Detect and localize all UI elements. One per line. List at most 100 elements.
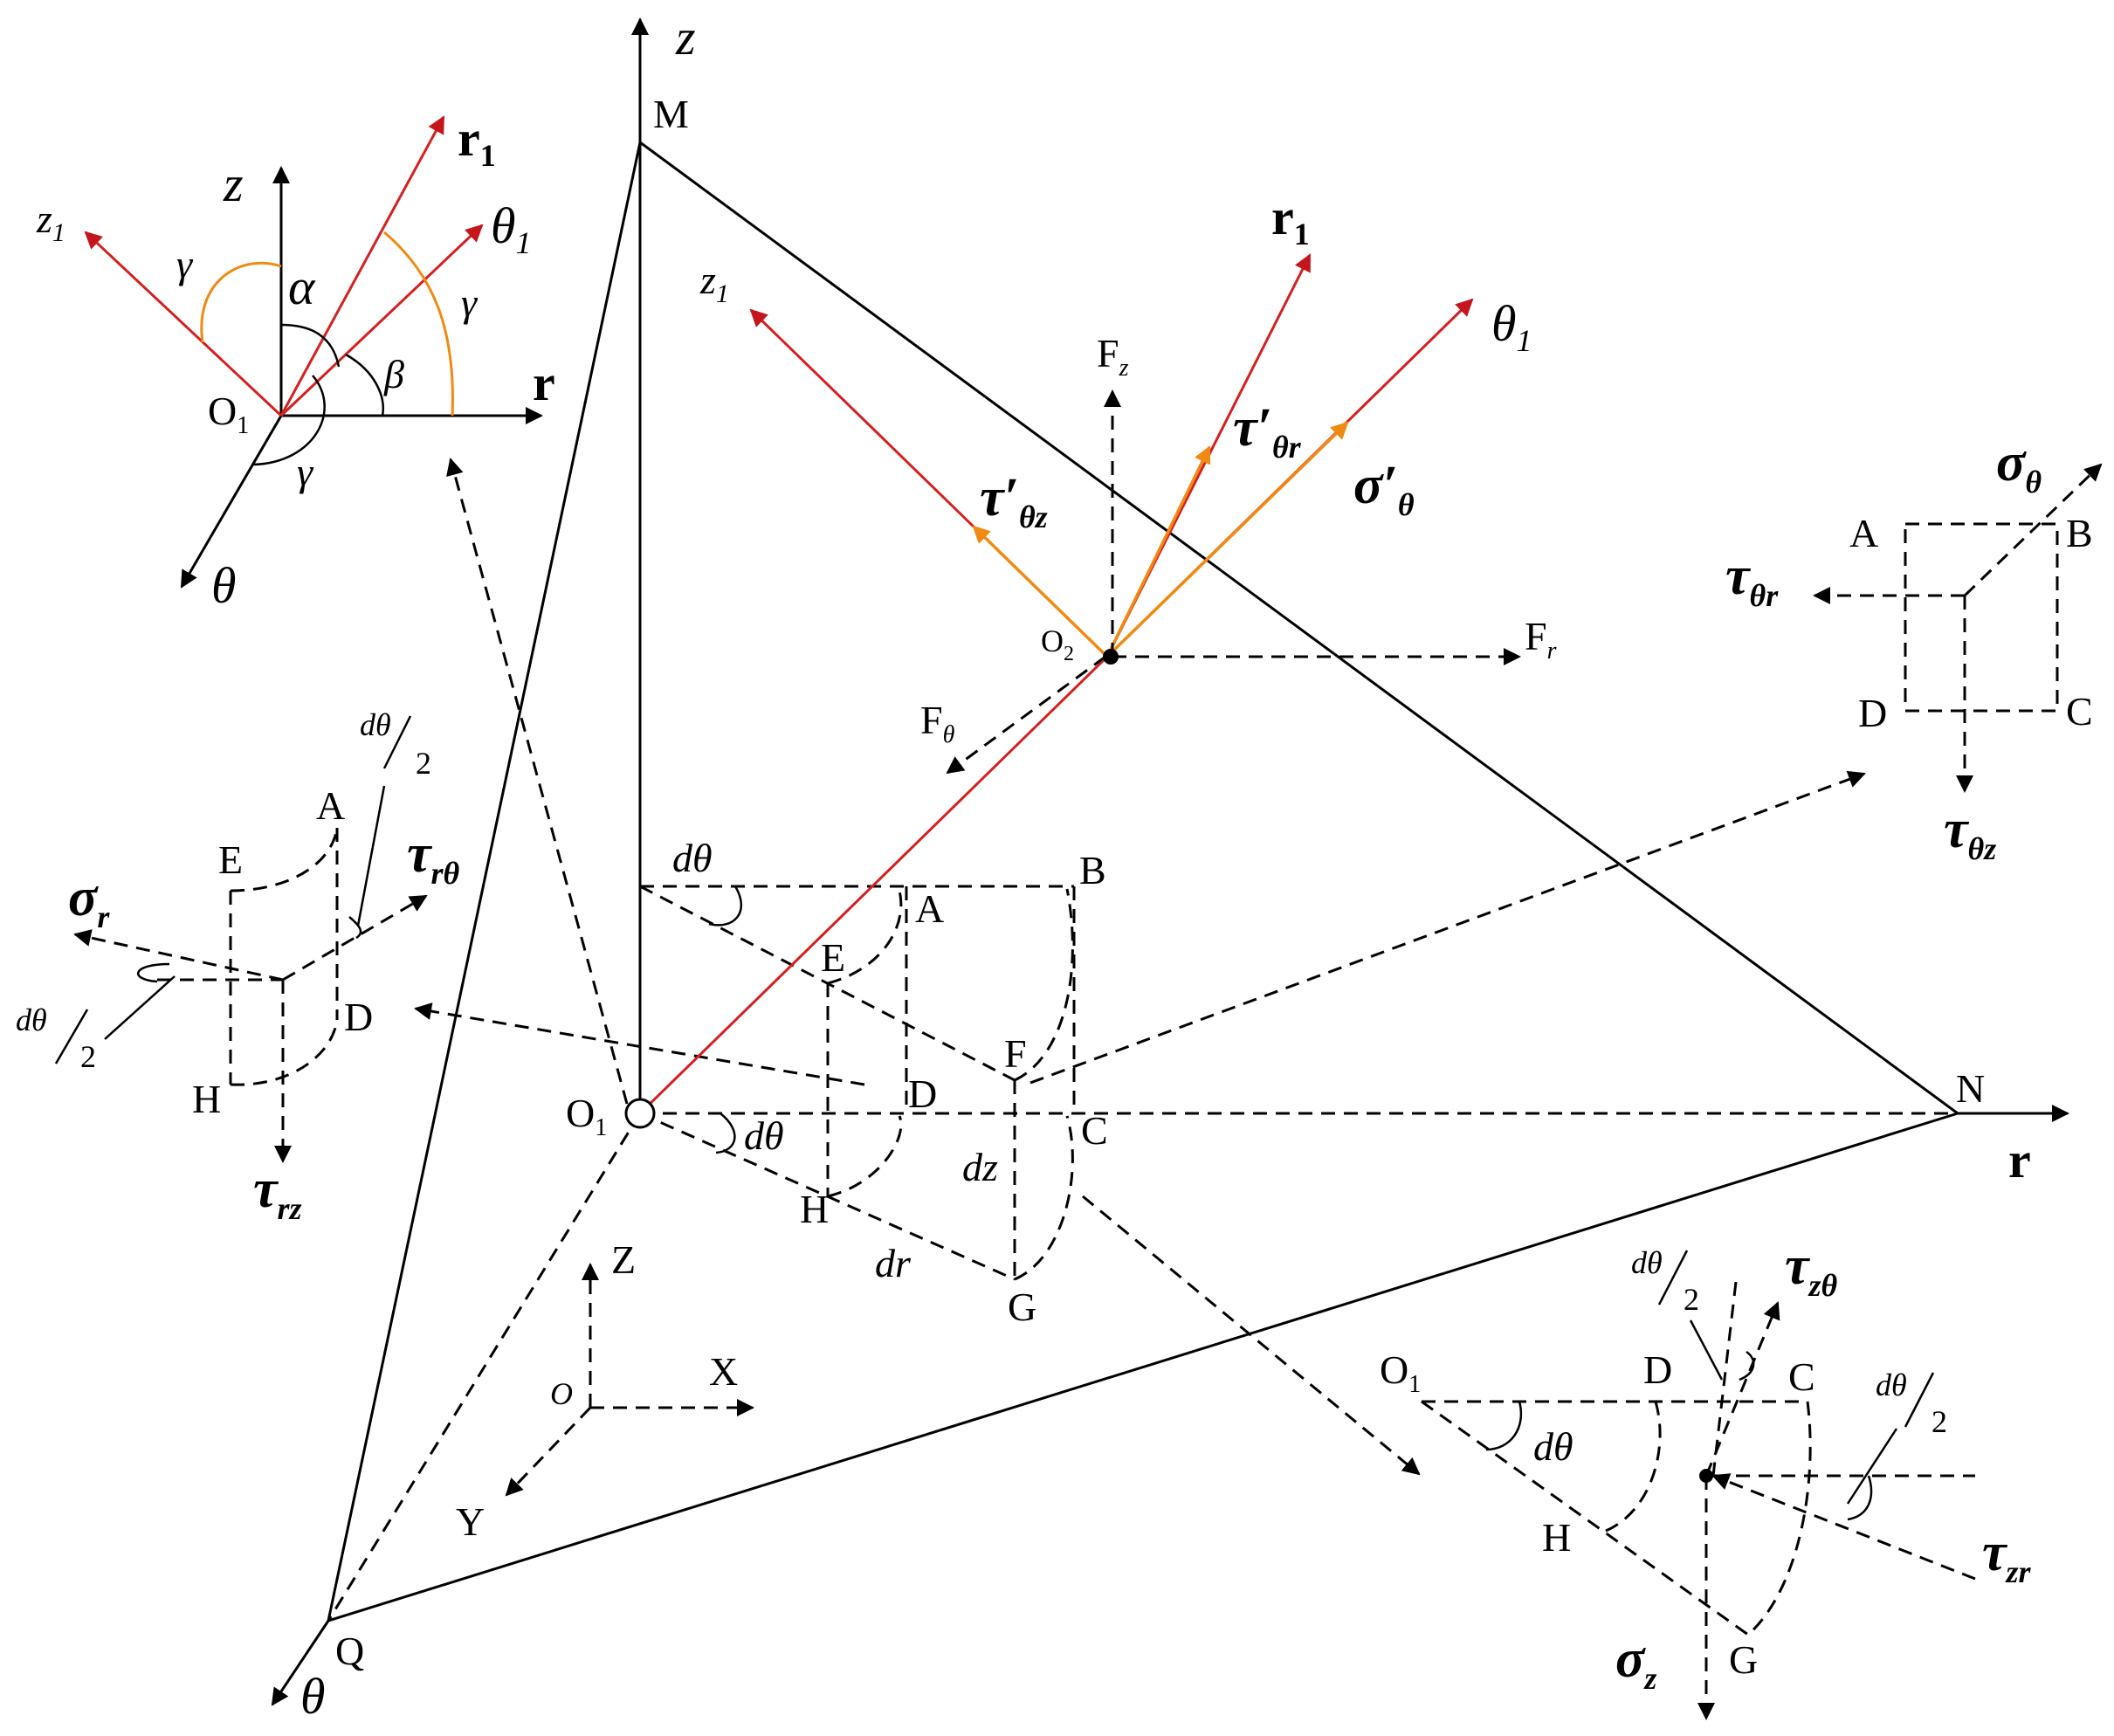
global-axes: Z X Y O [456, 1237, 754, 1544]
point-H-label: H [800, 1187, 829, 1231]
arc-FB [1014, 888, 1074, 1082]
sigma-r-label: σr [68, 868, 110, 934]
bottom-H-label: H [1542, 1515, 1571, 1560]
point-G-label: G [1008, 1285, 1036, 1329]
red-O1-O2 [638, 655, 1109, 1115]
sigma-theta-prime-vec [1105, 421, 1349, 658]
bottom-arc-CG [1746, 1401, 1812, 1636]
tau-thetar-label: τθr [1725, 547, 1779, 613]
bottom-half-a-leader [1689, 1319, 1724, 1381]
bottom-half-arc-a [1739, 1350, 1755, 1381]
sigma-theta-prime-label: σ′θ [1353, 456, 1415, 522]
inset-theta1-axis [279, 224, 484, 417]
global-Y-label: Y [456, 1499, 485, 1544]
inset-r1-axis [279, 115, 445, 417]
inset-left-element: A E D H σr τrθ τrz dθ 2 dθ 2 [16, 707, 460, 1226]
point-Q-label: Q [335, 1629, 364, 1673]
left-half-bot-bar [54, 1009, 89, 1064]
left-half-top-den: 2 [416, 746, 431, 781]
Ftheta-vec [946, 655, 1106, 775]
sigma-theta-label: σθ [1996, 433, 2042, 499]
bottom-half-a-bar [1657, 1250, 1689, 1305]
gamma-arc-z1 [200, 261, 282, 343]
inset-r1-label: r1 [458, 110, 496, 173]
bottom-vert-guide [1711, 1281, 1738, 1477]
left-half-bot-den: 2 [80, 1039, 96, 1074]
left-half-top-bar [382, 715, 412, 769]
dashed-O1-Q [327, 1113, 642, 1622]
gamma-arc-theta [252, 375, 326, 466]
dtheta-bottom-label: dθ [744, 1113, 784, 1158]
gamma-arc-theta1 [383, 231, 454, 417]
right-C-label: C [2066, 689, 2093, 734]
bottom-C-label: C [1788, 1354, 1815, 1399]
inset-z1-axis [84, 231, 283, 417]
point-M-label: M [653, 92, 689, 136]
left-half-top-leader [356, 785, 386, 927]
bottom-half-a-den: 2 [1684, 1282, 1699, 1317]
global-O-label: O [550, 1376, 573, 1411]
main-theta-label: θ [300, 1668, 326, 1725]
inset-z1-label: z1 [36, 196, 65, 247]
beta-label: β [383, 352, 404, 396]
Fz-label: Fz [1097, 331, 1129, 382]
bottom-half-a-num: dθ [1631, 1245, 1663, 1280]
left-H-label: H [192, 1077, 221, 1121]
sigma-theta-vec [1963, 463, 2103, 597]
edge-MQ [327, 141, 642, 1622]
tau-ztheta-vec [1704, 1301, 1780, 1477]
bottom-dtheta-label: dθ [1533, 1424, 1573, 1469]
gamma-label-3: γ [297, 450, 314, 494]
global-Y-axis [505, 1406, 592, 1497]
left-A-label: A [316, 783, 345, 828]
main-r-label: r [2008, 1132, 2031, 1188]
left-half-arc-top [348, 916, 362, 940]
point-E-label: E [821, 935, 845, 980]
inset-top-left: z1 r1 θ1 z r θ O1 α β γ γ γ [36, 110, 555, 614]
gamma-label-1: γ [176, 242, 194, 286]
bottom-half-b-den: 2 [1932, 1404, 1947, 1439]
point-F-label: F [1004, 1031, 1027, 1076]
point-O2 [1103, 649, 1119, 665]
main-frame: z r θ M N Q [271, 9, 2069, 1725]
inset-r-label: r [533, 355, 555, 411]
dtheta-arc-bottom [715, 1113, 736, 1154]
Ftheta-label: Fθ [920, 698, 955, 748]
inset-right-element: A B C D σθ τθr τθz [1725, 433, 2103, 866]
dtheta-arc-top [708, 885, 742, 927]
theta1-label: θ1 [1491, 295, 1532, 358]
arc-EA [827, 890, 903, 985]
point-N-label: N [1956, 1066, 1985, 1111]
inset-theta1-label: θ1 [491, 197, 532, 260]
left-half-arc-bot [137, 962, 170, 983]
global-X-label: X [709, 1349, 738, 1394]
bottom-O1-G [1421, 1400, 1749, 1636]
left-half-bot-num: dθ [16, 1002, 47, 1037]
edge-MN [639, 141, 1959, 1115]
tau-thetar-prime-vec [1105, 445, 1211, 658]
right-A-label: A [1849, 511, 1878, 555]
beta-arc [345, 353, 384, 417]
leader-to-top-inset [446, 458, 629, 1105]
bottom-arc-DH [1601, 1401, 1662, 1534]
tau-ztheta-label: τzθ [1785, 1237, 1838, 1303]
bottom-half-b-leader [1846, 1428, 1898, 1505]
left-half-top-num: dθ [360, 707, 391, 742]
sigma-z-label: σz [1615, 1629, 1656, 1696]
dtheta-top-label: dθ [672, 836, 713, 880]
tau-rtheta-label: τrθ [407, 824, 460, 891]
tau-thetaz-prime-label: τ′θz [980, 468, 1048, 534]
left-E-label: E [218, 837, 243, 882]
leader-to-bottom-inset [1082, 1195, 1421, 1476]
leader-to-right-inset [1029, 770, 1866, 1085]
bottom-O1-label: O1 [1380, 1347, 1421, 1398]
alpha-label: α [288, 258, 316, 315]
arc-HD [827, 1115, 903, 1198]
bottom-D-label: D [1643, 1347, 1672, 1392]
point-O2-label: O2 [1041, 623, 1074, 665]
Fr-label: Fr [1525, 614, 1557, 665]
tau-thetaz-prime-vec [972, 525, 1109, 658]
tau-zr-vec [1711, 1473, 1976, 1581]
edge-QN [327, 1112, 1959, 1622]
central-element: A B C D E F G H dθ dθ dz dr O1 [414, 458, 1866, 1476]
